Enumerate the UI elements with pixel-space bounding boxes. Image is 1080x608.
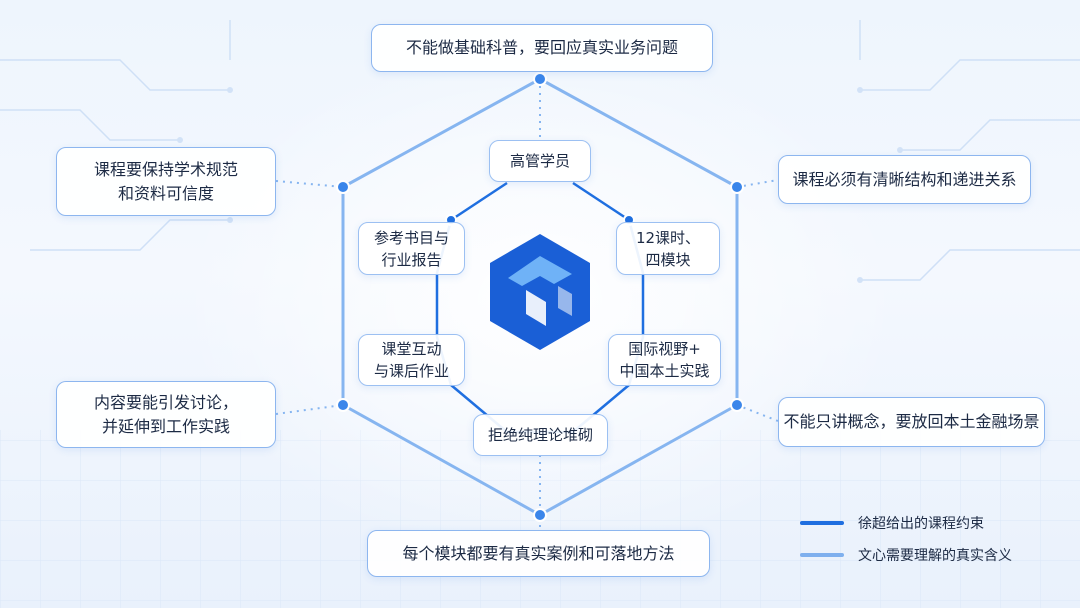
outer-node-right-lower: 不能只讲概念，要放回本土金融场景 xyxy=(778,397,1045,447)
junction-dot xyxy=(336,180,350,194)
junction-dot xyxy=(730,180,744,194)
logo-right-face xyxy=(558,286,572,316)
logo-top-face xyxy=(508,256,572,286)
junction-dot xyxy=(730,398,744,412)
connector-left-lower xyxy=(275,404,344,415)
inner-node-bottom: 拒绝纯理论堆砌 xyxy=(473,414,608,456)
cube-logo-icon xyxy=(490,234,590,350)
inner-node-upper-left: 参考书目与 行业报告 xyxy=(358,222,465,275)
connector-left-upper xyxy=(275,180,344,188)
legend-item: 文心需要理解的真实含义 xyxy=(800,542,1012,568)
legend-swatch xyxy=(800,521,844,525)
legend-label: 徐超给出的课程约束 xyxy=(858,516,984,532)
junction-dot xyxy=(336,398,350,412)
legend-label: 文心需要理解的真实含义 xyxy=(858,548,1012,564)
junction-dot xyxy=(533,72,547,86)
legend: 徐超给出的课程约束 文心需要理解的真实含义 xyxy=(800,510,1012,574)
logo-hexagon xyxy=(490,234,590,350)
legend-item: 徐超给出的课程约束 xyxy=(800,510,1012,536)
inner-node-lower-left: 课堂互动 与课后作业 xyxy=(358,334,465,386)
outer-node-right-upper: 课程必须有清晰结构和递进关系 xyxy=(778,155,1031,204)
outer-node-left-upper: 课程要保持学术规范 和资料可信度 xyxy=(56,147,276,216)
dotted-connectors xyxy=(275,72,779,530)
outer-node-bottom: 每个模块都要有真实案例和可落地方法 xyxy=(367,530,710,577)
outer-junction-dots xyxy=(336,72,744,522)
junction-dot xyxy=(533,508,547,522)
connector-right-lower xyxy=(736,404,779,422)
outer-node-top: 不能做基础科普，要回应真实业务问题 xyxy=(371,24,713,72)
logo-inner-cut xyxy=(526,290,546,326)
inner-junction-dots xyxy=(445,214,635,226)
inner-node-top: 高管学员 xyxy=(489,140,591,182)
inner-node-lower-right: 国际视野+ 中国本土实践 xyxy=(608,334,721,386)
inner-node-upper-right: 12课时、 四模块 xyxy=(616,222,720,275)
legend-swatch xyxy=(800,553,844,557)
outer-node-left-lower: 内容要能引发讨论， 并延伸到工作实践 xyxy=(56,381,276,448)
